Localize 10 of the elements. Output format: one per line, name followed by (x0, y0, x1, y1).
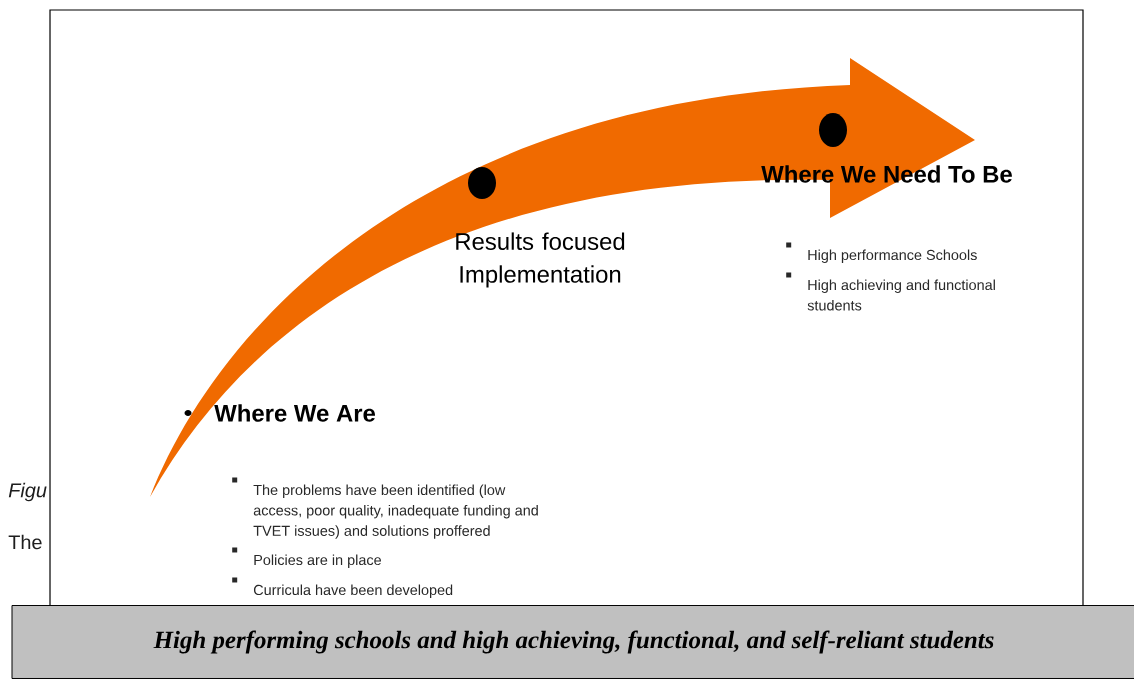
stage-label: Results focused Implementation (456, 232, 625, 288)
bullet-item: The problems have been identified (low access, poor quality, inadequate funding and TVET issues) and solutions proffered (232, 477, 538, 539)
bullet-item: High performance Schools (786, 242, 977, 263)
bullet-item: High achieving and functional students (786, 272, 995, 311)
stage-heading: Where We Are (214, 404, 376, 422)
cut-off-text: Figu (8, 482, 47, 502)
cut-off-text: The (8, 534, 42, 550)
bullet-item: Policies are in place (232, 547, 381, 568)
bullet-item: Curricula have been developed (232, 577, 453, 598)
banner-box: High performing schools and high achieving, functional, and self-reliant students (11, 605, 1134, 679)
